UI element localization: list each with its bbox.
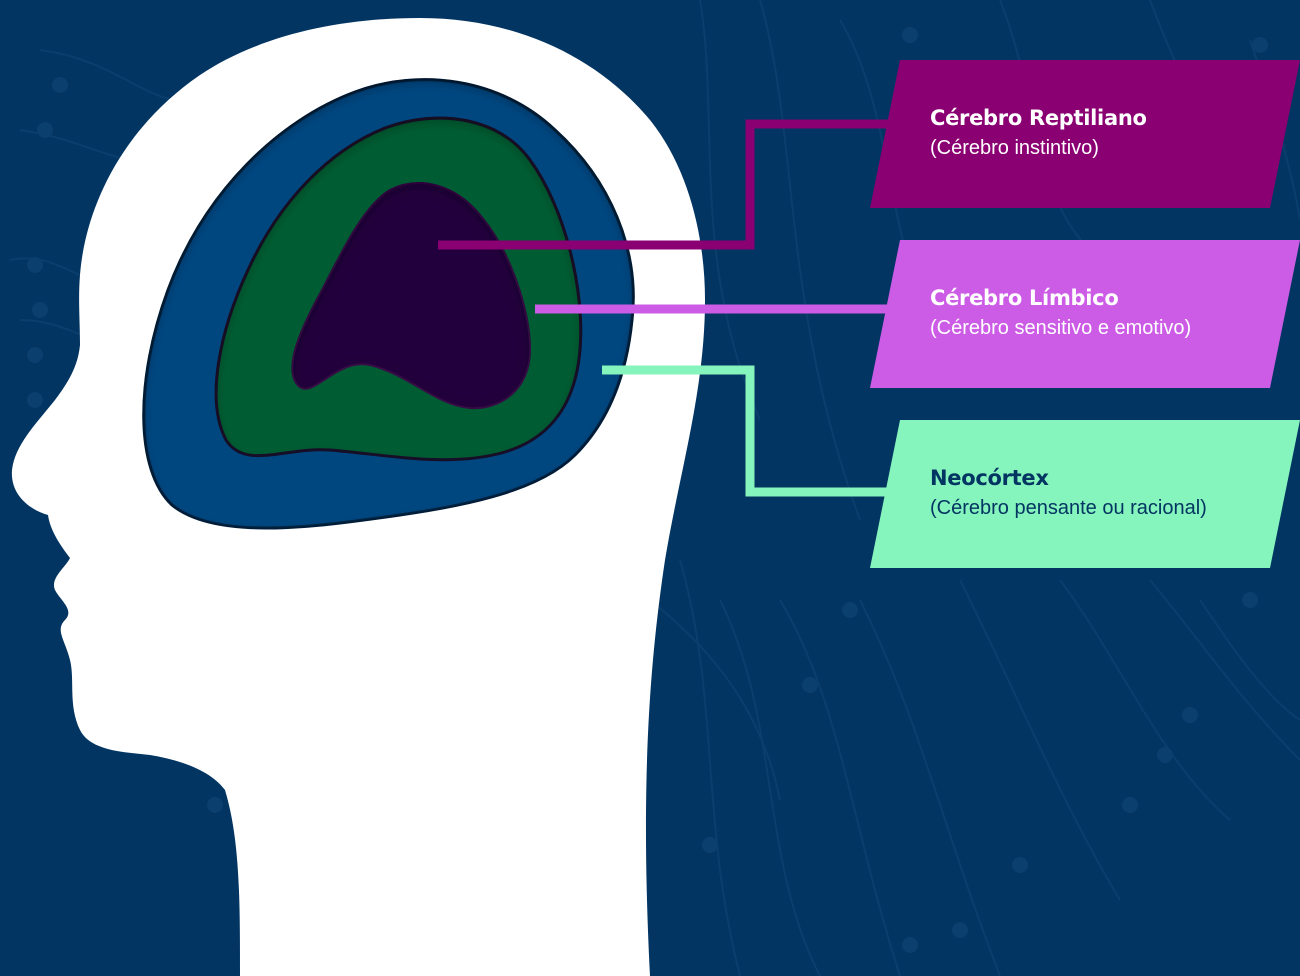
label-text: Cérebro Límbico (Cérebro sensitivo e emo… [930, 284, 1290, 342]
label-subtitle: (Cérebro pensante ou racional) [930, 494, 1290, 522]
label-text: Cérebro Reptiliano (Cérebro instintivo) [930, 104, 1290, 162]
label-text: Neocórtex (Cérebro pensante ou racional) [930, 464, 1290, 522]
label-title: Neocórtex [930, 464, 1290, 492]
label-subtitle: (Cérebro sensitivo e emotivo) [930, 314, 1290, 342]
label-cerebro-reptiliano: Cérebro Reptiliano (Cérebro instintivo) [870, 60, 1300, 208]
label-subtitle: (Cérebro instintivo) [930, 134, 1290, 162]
label-title: Cérebro Reptiliano [930, 104, 1290, 132]
label-cerebro-limbico: Cérebro Límbico (Cérebro sensitivo e emo… [870, 240, 1300, 388]
label-neocortex: Neocórtex (Cérebro pensante ou racional) [870, 420, 1300, 568]
label-title: Cérebro Límbico [930, 284, 1290, 312]
